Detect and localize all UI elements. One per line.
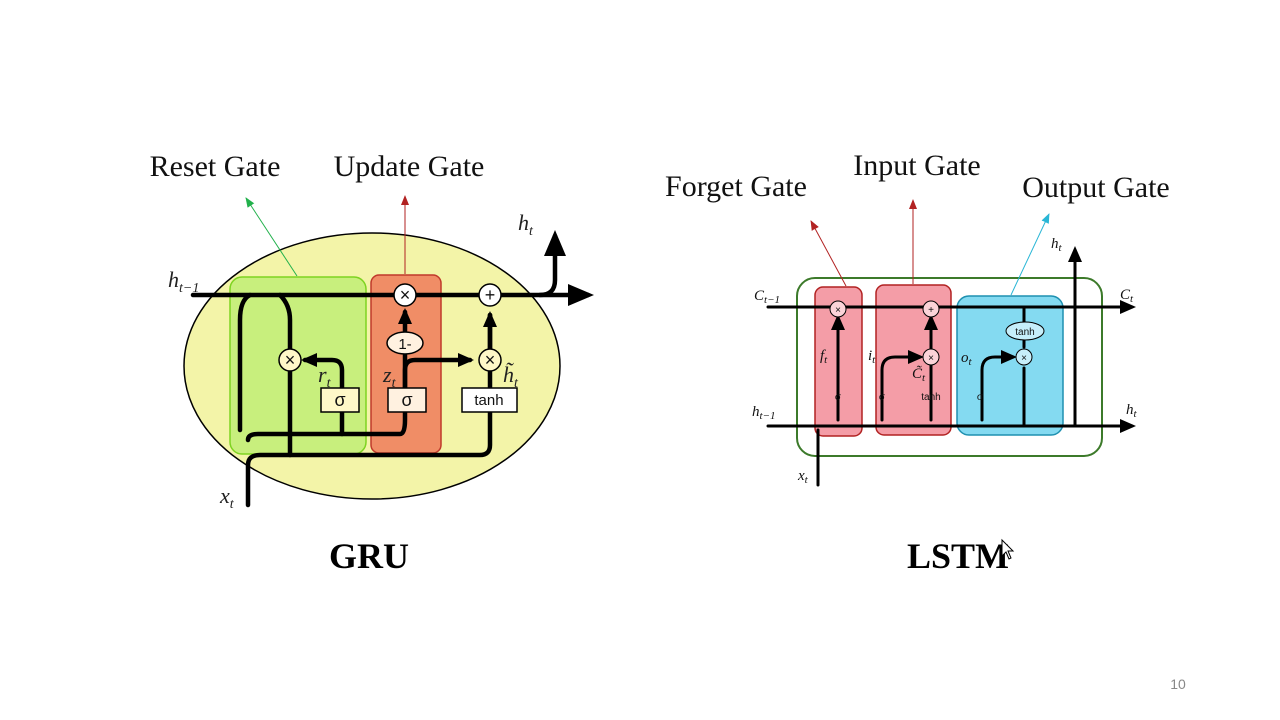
lstm-diagram: × + × × tanh σ σ tanh σ Ct−1 Ct ht−1 ht … <box>665 149 1170 576</box>
gru-z-label: zt <box>382 362 397 391</box>
gru-update-gate-label: Update Gate <box>334 150 485 183</box>
gru-add-node: + <box>478 283 502 307</box>
gru-update-mult-symbol: × <box>400 285 411 305</box>
lstm-output-mult-node: × <box>1015 348 1033 366</box>
lstm-output-callout-arrow <box>1010 213 1050 296</box>
gru-z-to-cand <box>402 353 474 391</box>
lstm-title: LSTM <box>907 536 1009 576</box>
lstm-input-gate-label: Input Gate <box>853 149 980 182</box>
lstm-o-path <box>980 350 1017 422</box>
lstm-forget-mult-symbol: × <box>835 305 841 316</box>
gru-tanh-box: tanh <box>461 387 518 413</box>
lstm-tanh-out-text: tanh <box>1015 327 1034 338</box>
lstm-h-in-label: ht−1 <box>752 404 775 422</box>
gru-reset-gate-label: Reset Gate <box>150 150 281 183</box>
lstm-i-label: it <box>868 348 876 366</box>
lstm-o-label: ot <box>961 350 973 368</box>
lstm-c-tilde-label: C̃t <box>912 365 926 384</box>
lstm-c-out-label: Ct <box>1120 287 1134 305</box>
gru-sigma-r-text: σ <box>334 390 345 410</box>
gru-h-prev-label: ht−1 <box>168 267 199 296</box>
gru-x-label: xt <box>219 483 235 512</box>
gru-reset-mult-node: × <box>278 348 302 372</box>
lstm-cell-border <box>796 277 1103 457</box>
gru-diagram: × × + × 1- σ σ tanh ht−1 <box>150 150 594 576</box>
lstm-i-path <box>880 350 924 422</box>
lstm-tanh-out-node: tanh <box>1005 321 1045 341</box>
lstm-output-gate-label: Output Gate <box>1022 171 1169 204</box>
gru-one-minus-node: 1- <box>386 331 424 355</box>
lstm-input-add-node: + <box>922 300 940 318</box>
page-number: 10 <box>1170 676 1186 692</box>
gru-h-out-label: ht <box>518 210 534 239</box>
lstm-h-out-right-label: ht <box>1126 402 1138 420</box>
gru-h-down <box>237 292 253 433</box>
lstm-sigma-o: σ <box>977 392 984 403</box>
lstm-forget-callout-arrow <box>810 220 847 287</box>
lstm-forget-gate-label: Forget Gate <box>665 170 807 203</box>
lstm-f-label: ft <box>820 348 828 366</box>
lstm-input-add-symbol: + <box>928 305 934 316</box>
gru-reset-mult-symbol: × <box>285 350 296 370</box>
lstm-output-gate-box <box>956 295 1064 436</box>
gru-x-line <box>245 312 493 508</box>
lstm-h-out-top-label: ht <box>1051 236 1063 254</box>
gru-sigma-z-text: σ <box>401 390 412 410</box>
gru-sigma-z-box: σ <box>387 387 427 413</box>
gru-tanh-text: tanh <box>474 392 503 409</box>
gru-one-minus-text: 1- <box>398 336 411 353</box>
lstm-input-mult-symbol: × <box>928 353 934 364</box>
gru-h-to-reset <box>277 292 293 353</box>
lstm-x-label: xt <box>797 468 809 486</box>
lstm-forget-mult-node: × <box>829 300 847 318</box>
lstm-output-mult-symbol: × <box>1021 353 1027 364</box>
lstm-input-mult-node: × <box>922 348 940 366</box>
mouse-cursor-icon <box>1001 538 1015 560</box>
gru-add-symbol: + <box>485 285 496 305</box>
lstm-c-in-label: Ct−1 <box>754 288 780 306</box>
gru-update-mult-node: × <box>393 283 417 307</box>
gru-h-tilde-label: h̃t <box>503 362 519 391</box>
gru-r-label: rt <box>318 362 332 391</box>
gru-cand-mult-symbol: × <box>485 350 496 370</box>
lstm-tanh-in: tanh <box>921 392 940 403</box>
gru-x-to-sigmas <box>245 342 408 443</box>
gru-cand-mult-node: × <box>478 348 502 372</box>
gru-title: GRU <box>329 536 409 576</box>
gru-sigma-r-box: σ <box>320 387 360 413</box>
lstm-sigma-i: σ <box>879 392 886 403</box>
gru-sigma-r-up <box>301 353 345 437</box>
lstm-sigma-f: σ <box>835 392 842 403</box>
gru-reset-callout-arrow <box>245 197 298 277</box>
